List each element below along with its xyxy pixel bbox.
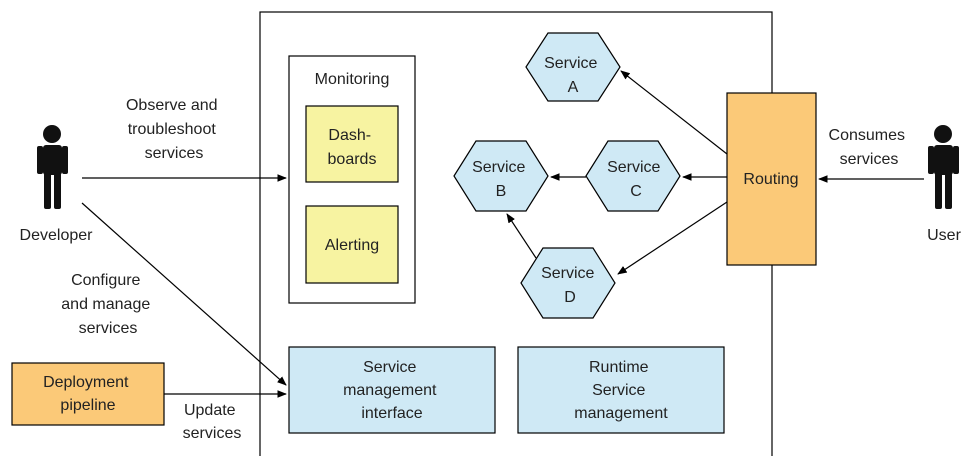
person-icon — [928, 125, 959, 209]
user-actor: User — [927, 125, 962, 244]
service-c-hexagon — [585, 140, 681, 212]
service-b-node: Service B — [453, 140, 549, 212]
service-c-label: Service C — [607, 159, 665, 200]
alerting-label: Alerting — [325, 237, 379, 254]
service-a-label: Service A — [544, 55, 602, 96]
user-label: User — [927, 227, 961, 244]
service-b-label: Service B — [472, 159, 530, 200]
deployment-pipeline-label: Deployment pipeline — [43, 374, 133, 414]
routing-to-service-d-arrow — [617, 201, 728, 275]
developer-label: Developer — [20, 227, 94, 244]
dashboards-box — [305, 105, 399, 183]
runtime-service-management-label: Runtime Service management — [574, 359, 668, 422]
service-d-hexagon — [520, 247, 616, 319]
alerting-box — [305, 205, 399, 284]
deployment-pipeline-box — [11, 362, 165, 426]
configure-arrow — [81, 202, 287, 386]
developer-actor: Developer — [20, 125, 94, 244]
runtime-service-management-box — [517, 346, 725, 434]
configure-edge-label: Configure and manage services — [61, 272, 154, 337]
monitoring-title: Monitoring — [315, 71, 390, 88]
consumes-edge-label: Consumes services — [829, 127, 910, 168]
service-management-interface-label: Service management interface — [343, 359, 441, 422]
observe-edge-label: Observe and troubleshoot services — [126, 97, 222, 162]
routing-box — [726, 92, 817, 266]
service-b-hexagon — [453, 140, 549, 212]
service-d-node: Service D — [520, 247, 616, 319]
service-d-to-service-b-arrow — [506, 213, 537, 259]
service-a-node: Service A — [525, 32, 621, 102]
routing-label: Routing — [743, 171, 798, 188]
service-d-label: Service D — [541, 265, 599, 306]
service-management-interface-box — [288, 346, 496, 434]
dashboards-label: Dash- boards — [328, 127, 377, 168]
update-edge-label: Update services — [183, 402, 242, 442]
service-c-node: Service C — [585, 140, 681, 212]
person-icon — [37, 125, 68, 209]
service-a-hexagon — [525, 32, 621, 102]
routing-to-service-a-arrow — [620, 70, 728, 155]
